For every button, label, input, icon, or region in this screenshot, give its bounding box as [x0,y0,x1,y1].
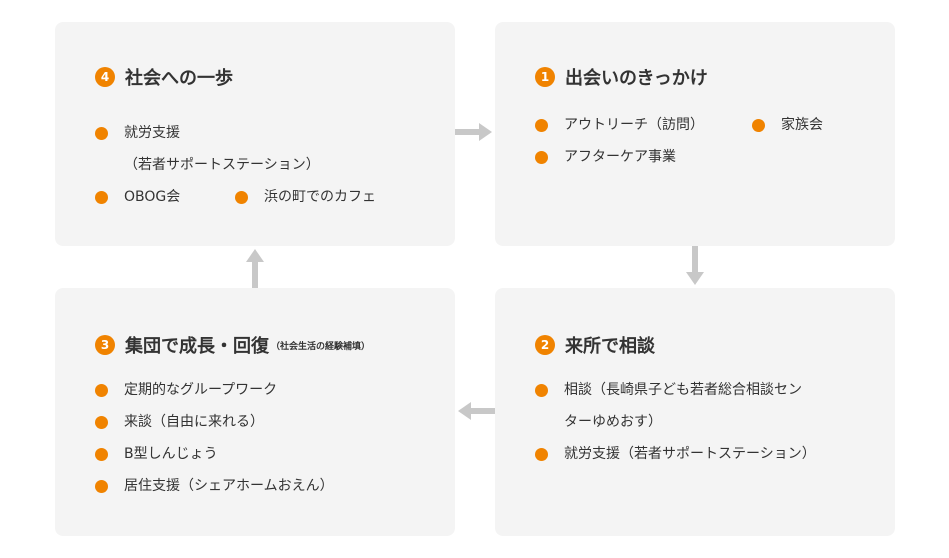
list-item: 浜の町でのカフェ [235,181,376,213]
step-4-card: 4 社会への一歩 就労支援 （若者サポートステーション） OBOG会 浜の町での… [55,22,455,246]
item-text: OBOG会 [124,189,181,205]
list-item: 就労支援（若者サポートステーション） [535,438,816,470]
list-item: 就労支援 （若者サポートステーション） [95,117,320,181]
item-text: 定期的なグループワーク [124,382,278,398]
item-text: アウトリーチ（訪問） [564,117,704,133]
bullet-dot-icon [95,191,108,204]
step-3-title: 3 集団で成長・回復 （社会生活の経験補填） [95,332,370,358]
item-text: アフターケア事業 [564,149,676,165]
step-title-text: 集団で成長・回復 [125,336,269,357]
step-title-text: 来所で相談 [565,336,655,357]
bullet-dot-icon [535,448,548,461]
item-text: ターゆめおす） [564,414,662,430]
bullet-dot-icon [95,127,108,140]
arrow-left-icon [458,402,495,420]
item-text: 就労支援 [124,125,180,141]
bullet-dot-icon [95,480,108,493]
step-title-text: 出会いのきっかけ [565,68,708,89]
step-3-card: 3 集団で成長・回復 （社会生活の経験補填） 定期的なグループワーク 来談（自由… [55,288,455,536]
list-item: アフターケア事業 [535,141,676,173]
step-number-badge: 3 [95,335,115,355]
step-1-card: 1 出会いのきっかけ アウトリーチ（訪問） 家族会 アフターケア事業 [495,22,895,246]
arrow-right-icon [455,123,492,141]
item-text: 居住支援（シェアホームおえん） [124,478,334,494]
bullet-dot-icon [535,151,548,164]
item-text: 家族会 [781,117,823,133]
item-text: （若者サポートステーション） [124,157,320,173]
bullet-dot-icon [535,119,548,132]
step-4-title: 4 社会への一歩 [95,64,233,90]
list-item: OBOG会 [95,181,180,213]
step-title-text: 社会への一歩 [125,68,233,89]
bullet-dot-icon [235,191,248,204]
bullet-dot-icon [95,384,108,397]
list-item: 定期的なグループワーク [95,374,277,406]
list-item: B型しんじょう [95,438,218,470]
list-item: 相談（長崎県子ども若者総合相談セン ターゆめおす） [535,374,802,438]
step-number-badge: 1 [535,67,555,87]
step-number-badge: 2 [535,335,555,355]
bullet-dot-icon [95,448,108,461]
item-text: 来談（自由に来れる） [124,414,264,430]
bullet-dot-icon [95,416,108,429]
bullet-dot-icon [535,384,548,397]
list-item: 家族会 [752,109,823,141]
step-1-title: 1 出会いのきっかけ [535,64,708,90]
step-2-card: 2 来所で相談 相談（長崎県子ども若者総合相談セン ターゆめおす） 就労支援（若… [495,288,895,536]
item-text: B型しんじょう [124,446,218,462]
item-text: 就労支援（若者サポートステーション） [564,446,816,462]
bullet-dot-icon [752,119,765,132]
item-text: 相談（長崎県子ども若者総合相談セン [564,382,802,398]
step-2-title: 2 来所で相談 [535,332,655,358]
arrow-up-icon [246,249,264,288]
list-item: 居住支援（シェアホームおえん） [95,470,334,502]
list-item: アウトリーチ（訪問） [535,109,704,141]
arrow-down-icon [686,246,704,285]
step-subtitle-text: （社会生活の経験補填） [271,341,371,352]
item-text: 浜の町でのカフェ [264,189,376,205]
list-item: 来談（自由に来れる） [95,406,264,438]
step-number-badge: 4 [95,67,115,87]
